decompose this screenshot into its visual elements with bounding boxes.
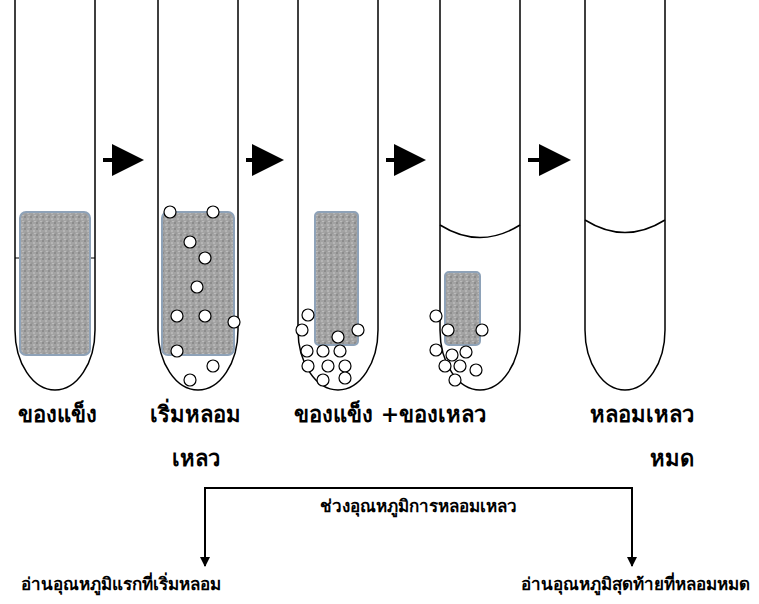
solid-sample xyxy=(162,212,234,355)
step-arrow xyxy=(103,158,140,162)
liquid-meniscus xyxy=(585,220,665,233)
test-tube xyxy=(158,0,238,390)
state-label: หลอมเหลว หมด xyxy=(590,392,694,480)
solid-sample xyxy=(20,212,90,355)
leader-arrow xyxy=(631,487,633,566)
reading-note: อ่านอุณหภูมิแรกที่เริ่มหลอม xyxy=(18,572,224,596)
leader-arrow xyxy=(204,487,206,566)
step-arrow xyxy=(246,158,280,162)
test-tube xyxy=(440,0,520,390)
liquid-droplets xyxy=(164,206,488,386)
reading-note: อ่านอุณหภูมิสุดท้ายที่หลอมหมด xyxy=(518,572,753,596)
range-title: ช่วงอุณหภูมิการหลอมเหลว xyxy=(317,494,520,518)
liquid-meniscus xyxy=(440,225,520,238)
step-arrow xyxy=(528,158,567,162)
state-label: เริ่มหลอม เหลว xyxy=(150,392,241,480)
step-arrow xyxy=(386,158,422,162)
test-tube xyxy=(15,0,95,390)
state-label: ของแข็ง xyxy=(18,392,97,436)
test-tube xyxy=(585,0,665,390)
state-label: ของแข็ง +ของเหลว xyxy=(294,392,486,436)
solid-sample xyxy=(315,212,358,345)
range-bracket xyxy=(205,487,632,489)
test-tube xyxy=(298,0,378,390)
